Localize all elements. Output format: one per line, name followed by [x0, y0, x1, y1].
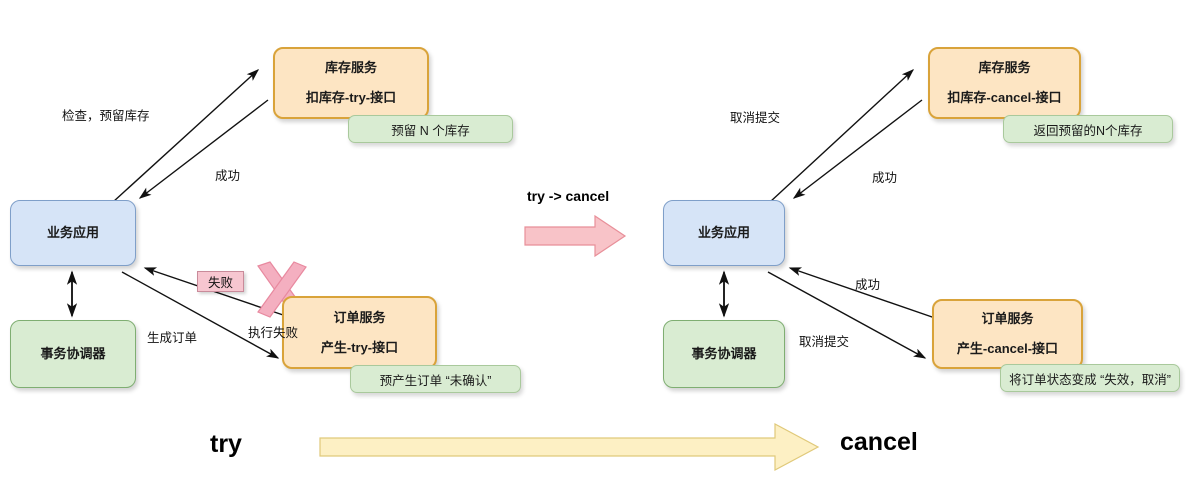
right-business-app-label: 业务应用 — [697, 225, 750, 241]
left-fail-badge: 失败 — [197, 271, 244, 292]
left-edge-label-check-reserve: 检查，预留库存 — [62, 109, 150, 123]
left-business-app-label: 业务应用 — [46, 225, 99, 241]
right-order-service-node[interactable]: 订单服务 产生-cancel-接口 — [932, 299, 1083, 369]
left-order-note: 预产生订单 “未确认” — [350, 365, 521, 393]
right-edge-label-success-bottom: 成功 — [855, 278, 881, 292]
left-business-app-node[interactable]: 业务应用 — [10, 200, 136, 266]
left-inventory-service-title: 库存服务 — [324, 60, 377, 76]
right-inventory-service-api: 扣库存-cancel-接口 — [947, 90, 1062, 105]
left-inventory-note: 预留 N 个库存 — [348, 115, 513, 143]
right-edge-label-success-top: 成功 — [872, 171, 898, 185]
right-edge-label-cancel-commit-bottom: 取消提交 — [799, 335, 850, 349]
left-edge-label-success: 成功 — [215, 169, 241, 183]
transition-label: try -> cancel — [527, 188, 610, 204]
phase-title-try: try — [210, 430, 242, 458]
right-order-service-api: 产生-cancel-接口 — [956, 341, 1059, 356]
left-inventory-service-api: 扣库存-try-接口 — [305, 90, 397, 105]
left-order-service-title: 订单服务 — [333, 309, 386, 325]
right-inventory-service-title: 库存服务 — [978, 60, 1031, 76]
left-order-service-node[interactable]: 订单服务 产生-try-接口 — [282, 296, 437, 369]
right-order-service-title: 订单服务 — [981, 311, 1034, 327]
right-order-note: 将订单状态变成 “失效，取消” — [1000, 364, 1180, 392]
left-edge-label-exec-fail: 执行失败 — [248, 326, 299, 340]
left-inventory-service-node[interactable]: 库存服务 扣库存-try-接口 — [273, 47, 429, 119]
left-transaction-coordinator-node[interactable]: 事务协调器 — [10, 320, 136, 388]
right-inventory-note: 返回预留的N个库存 — [1003, 115, 1173, 143]
long-right-arrow-icon — [319, 422, 820, 472]
right-edge-label-cancel-commit-top: 取消提交 — [730, 111, 781, 125]
left-transaction-coordinator-label: 事务协调器 — [40, 346, 106, 362]
right-business-app-node[interactable]: 业务应用 — [663, 200, 785, 266]
right-transaction-coordinator-node[interactable]: 事务协调器 — [663, 320, 785, 388]
right-transaction-coordinator-label: 事务协调器 — [691, 346, 757, 362]
right-inventory-service-node[interactable]: 库存服务 扣库存-cancel-接口 — [928, 47, 1081, 119]
left-edge-label-create-order: 生成订单 — [147, 331, 198, 345]
phase-title-cancel: cancel — [840, 428, 918, 456]
pink-arrow-icon — [524, 214, 627, 258]
left-order-service-api: 产生-try-接口 — [320, 339, 399, 355]
